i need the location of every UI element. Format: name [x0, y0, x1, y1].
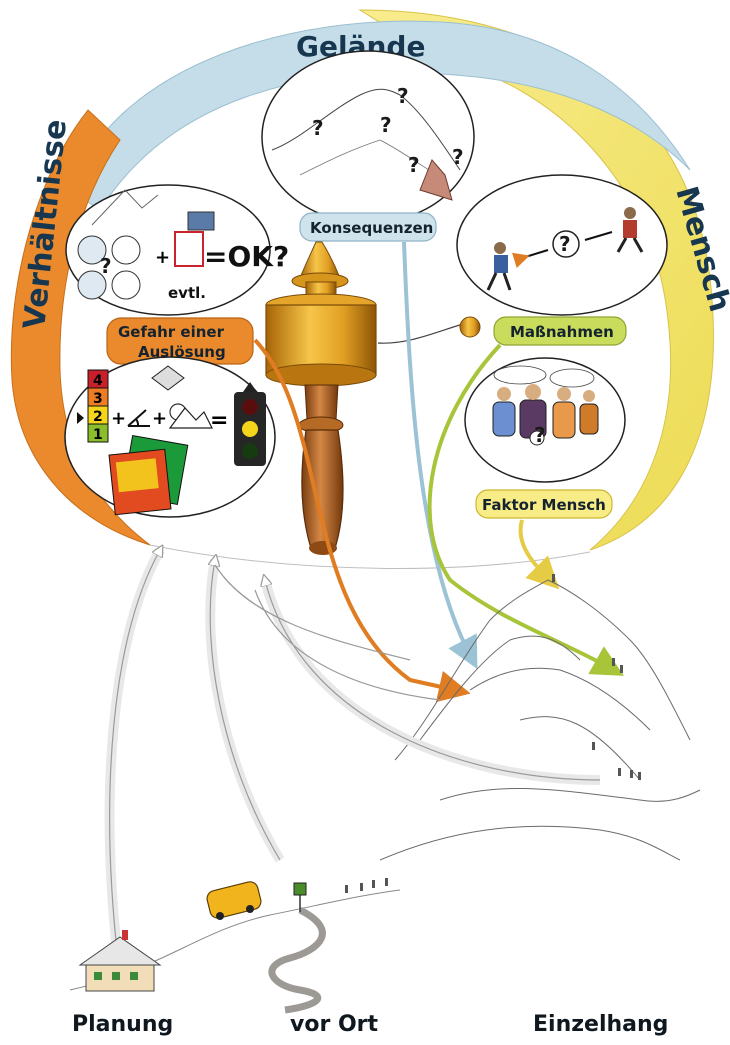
massnahmen-label: Maßnahmen: [510, 323, 614, 341]
process-arrows: [104, 550, 601, 961]
massnahmen-pill: Maßnahmen: [493, 316, 627, 346]
conditions-plus: +: [155, 247, 170, 268]
massnahmen-arrow: [427, 343, 624, 676]
danger-level-1: 1: [93, 427, 103, 443]
ok-question-text: =OK?: [204, 240, 289, 273]
evtl-text: evtl.: [168, 284, 206, 302]
aspect-diamond-icon: [151, 365, 185, 391]
climbers: [345, 574, 641, 893]
orange-arc-band: [10, 109, 151, 546]
mountain-sketch: [379, 579, 701, 861]
mountain-icon: [168, 407, 213, 429]
gefahr-arrow: [253, 338, 471, 703]
skier-right: [616, 207, 644, 253]
formula-equals: =: [210, 408, 228, 433]
formula-plus-1: +: [111, 408, 126, 429]
faktor-mensch-pill: Faktor Mensch: [475, 489, 613, 519]
faktor-mensch-label: Faktor Mensch: [482, 496, 606, 514]
danger-formula-circle: 4 3 2 1 + + =: [64, 356, 276, 518]
group-circle: ?: [464, 357, 626, 483]
terrain-question-1: ?: [312, 116, 324, 140]
bus-icon: [206, 881, 262, 920]
planung-label: Planung: [72, 1012, 173, 1037]
group-question: ?: [534, 423, 546, 447]
bus-stop-sign-icon: [293, 882, 307, 912]
conditions-question: ?: [100, 254, 112, 278]
terrain-question-2: ?: [397, 84, 409, 108]
gefahr-label-line2: Auslösung: [138, 343, 226, 361]
traffic-light-icon: [234, 382, 266, 466]
prayer-wheel-icon: [265, 241, 481, 555]
faktor-mensch-arrow: [518, 519, 560, 590]
skier-left: [486, 242, 512, 291]
terrain-question-3: ?: [380, 113, 392, 137]
house-icon: [78, 930, 162, 992]
people-distance-circle: ?: [456, 174, 668, 316]
gefahr-label-line1: Gefahr einer: [118, 323, 225, 341]
terrain-question-4: ?: [408, 153, 420, 177]
konsequenzen-arrow: [402, 241, 478, 670]
valley-scene: [69, 881, 401, 1014]
conditions-circle: ? + =OK? evtl.: [65, 184, 289, 316]
danger-level-4: 4: [93, 373, 103, 389]
terrain-question-5: ?: [452, 145, 464, 169]
danger-level-2: 2: [93, 409, 103, 425]
terrain-circle: ? ? ? ? ?: [261, 50, 475, 224]
blue-arc-band: [69, 20, 691, 211]
danger-level-3: 3: [93, 391, 103, 407]
gefahr-pill: Gefahr einer Auslösung: [106, 317, 254, 365]
road: [268, 906, 326, 1014]
distance-question: ?: [559, 232, 571, 256]
einzelhang-label: Einzelhang: [533, 1012, 668, 1037]
danger-map-cards: [108, 435, 189, 516]
konsequenzen-label: Konsequenzen: [310, 219, 433, 237]
konsequenzen-pill: Konsequenzen: [299, 212, 437, 242]
slope-angle-icon: [127, 409, 150, 427]
formula-plus-2: +: [152, 408, 167, 429]
vor-ort-label: vor Ort: [290, 1012, 379, 1037]
danger-scale: 4 3 2 1: [87, 369, 109, 443]
